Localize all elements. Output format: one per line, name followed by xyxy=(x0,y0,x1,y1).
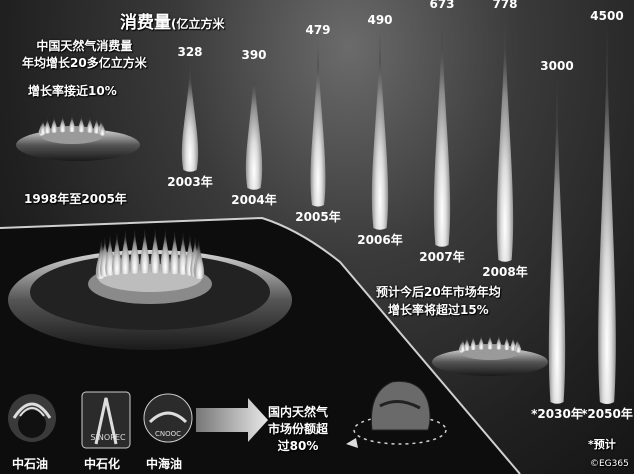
svg-text:SINOPEC: SINOPEC xyxy=(90,433,126,442)
credit: ©EG365 xyxy=(590,459,629,469)
bar xyxy=(181,62,199,172)
bar xyxy=(598,26,616,404)
burner-flame xyxy=(51,116,58,133)
burner-flame xyxy=(178,232,188,275)
arrow-right-icon xyxy=(196,398,268,442)
gas-knob-icon xyxy=(346,380,447,448)
gas-burner-icon xyxy=(16,115,140,161)
burner-flame xyxy=(120,230,131,275)
burner-flame xyxy=(93,118,100,134)
burner-flame xyxy=(68,115,76,133)
bar xyxy=(433,14,451,247)
burner-flame xyxy=(129,229,140,274)
bar xyxy=(548,76,566,404)
x-tick-label: *2050年 xyxy=(581,406,633,421)
company-label: 中石化 xyxy=(84,457,121,471)
x-tick-label: 2007年 xyxy=(419,249,464,264)
burner-flame xyxy=(496,335,502,350)
burner-flame xyxy=(78,115,85,133)
data-label: 4500 xyxy=(590,9,623,23)
data-label: 390 xyxy=(241,48,266,62)
x-tick-label: 2008年 xyxy=(482,264,527,279)
x-tick-label: 2004年 xyxy=(231,192,276,207)
burner-flame xyxy=(59,115,66,133)
burner-flame xyxy=(504,335,510,351)
burner-flame xyxy=(86,116,93,133)
burner-flame xyxy=(478,335,484,350)
growth-note: 中国天然气消费量年均增长20多亿立方米 xyxy=(22,39,147,70)
burner-flame xyxy=(515,340,522,353)
x-tick-label: 2006年 xyxy=(357,232,402,247)
burner-flame xyxy=(150,228,160,274)
burner-flame xyxy=(169,230,180,275)
x-tick-label: *2030年 xyxy=(531,406,583,421)
data-label: 3000 xyxy=(540,59,573,73)
cnpc-logo-icon xyxy=(8,394,56,442)
gas-burner-icon xyxy=(8,228,292,350)
burner-flame xyxy=(160,229,171,274)
svg-text:CNOOC: CNOOC xyxy=(155,430,181,438)
bar xyxy=(310,40,326,207)
data-label: 479 xyxy=(305,23,330,37)
burner-flame xyxy=(194,242,205,280)
panel-edge xyxy=(0,216,521,474)
cnooc-logo-icon: CNOOC xyxy=(143,393,193,443)
data-label: 328 xyxy=(177,45,202,59)
period-label: 1998年至2005年 xyxy=(24,192,127,206)
bar xyxy=(496,14,514,262)
market-share-note: 国内天然气市场份额超过80% xyxy=(268,405,329,453)
bar xyxy=(245,65,263,190)
x-tick-label: 2003年 xyxy=(167,174,212,189)
data-label: 673 xyxy=(429,0,454,11)
forecast-footnote: *预计 xyxy=(588,438,616,451)
burner-flame xyxy=(487,334,493,350)
sinopec-logo-icon: SINOPEC xyxy=(81,391,131,449)
burner-flame xyxy=(470,335,476,351)
burner-flame xyxy=(140,228,150,274)
burner-flame xyxy=(510,337,516,351)
burner-flame xyxy=(112,232,122,275)
data-label: 778 xyxy=(492,0,517,11)
x-tick-label: 2005年 xyxy=(295,209,340,224)
gas-burner-icon xyxy=(432,334,548,376)
bar xyxy=(371,30,389,230)
growth-rate: 增长率接近10% xyxy=(28,84,117,98)
forecast-note: 预计今后20年市场年均增长率将超过15% xyxy=(376,285,501,317)
company-label: 中海油 xyxy=(146,457,183,471)
chart-title: 消费量(亿立方米 xyxy=(120,13,225,33)
burner-flame xyxy=(44,118,51,134)
burner-flame xyxy=(464,337,470,351)
burner-flame xyxy=(99,122,106,136)
data-label: 490 xyxy=(367,13,392,27)
company-label: 中石油 xyxy=(12,457,49,471)
